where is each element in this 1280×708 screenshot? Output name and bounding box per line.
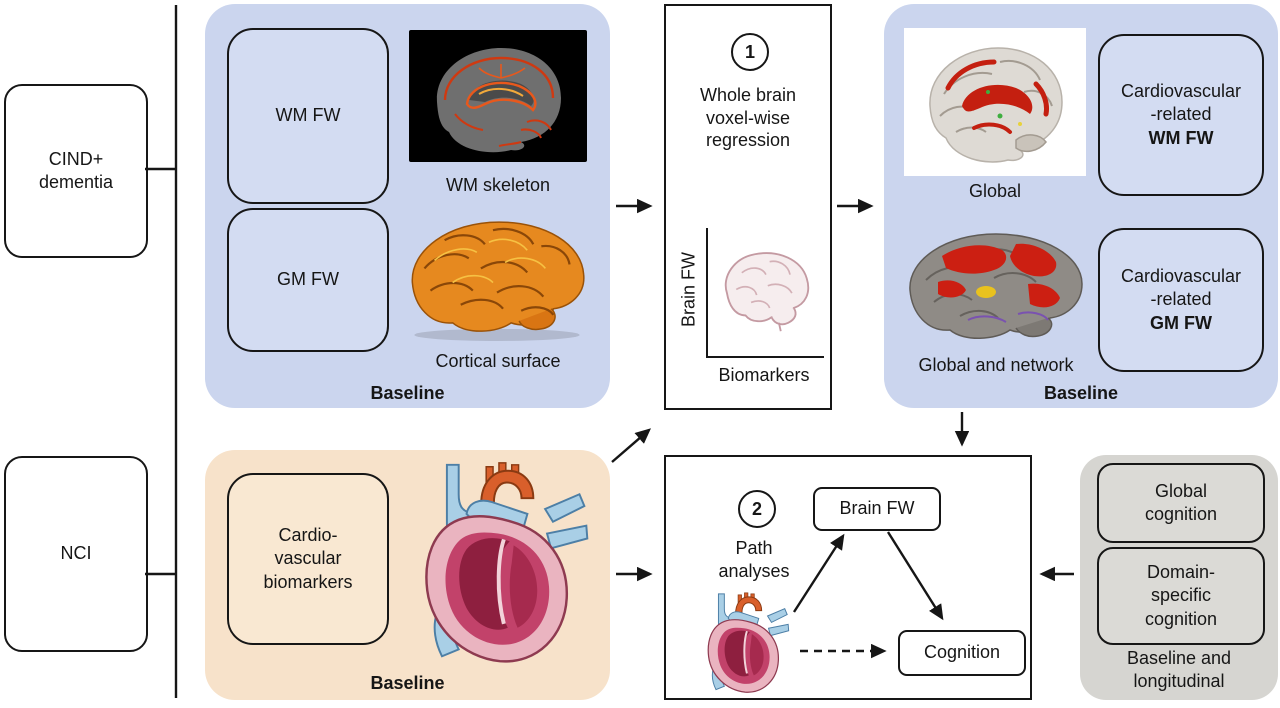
cardio-baseline-label: Baseline	[370, 673, 445, 693]
cohort-nci-label: NCI	[60, 543, 92, 564]
step2-number-badge: 2	[738, 490, 776, 528]
cortical-surface-caption: Cortical surface	[435, 351, 561, 371]
regression-plot-axes	[706, 228, 824, 358]
cortical-surface-image	[400, 212, 594, 343]
imaging-measures-panel: WM FW WM skeleton GM FW Cortical surface…	[205, 4, 610, 408]
cv-wm-bold: WM FW	[1148, 127, 1214, 148]
global-network-gm-fw-image	[898, 222, 1094, 350]
global-network-caption: Global and network	[918, 355, 1074, 375]
global-cognition-box: Global cognition	[1097, 463, 1265, 543]
wm-fw-box: WM FW	[227, 28, 389, 204]
path-cognition-box: Cognition	[898, 630, 1026, 676]
cohort-box-nci: NCI	[4, 456, 148, 652]
step2-title: Path analyses	[718, 538, 790, 581]
domain-specific-cognition-box: Domain- specific cognition	[1097, 547, 1265, 645]
cardiovascular-panel: Cardio- vascular biomarkers Baseline	[205, 450, 610, 700]
wm-skeleton-caption: WM skeleton	[445, 175, 551, 195]
heart-illustration	[396, 455, 596, 671]
cognition-panel: Global cognition Domain- specific cognit…	[1080, 455, 1278, 700]
domain-specific-cognition-label: Domain- specific cognition	[1144, 562, 1218, 629]
gm-fw-box: GM FW	[227, 208, 389, 352]
cardiovascular-wm-fw-box: Cardiovascular -related WM FW	[1098, 34, 1264, 196]
gm-fw-label: GM FW	[277, 269, 339, 290]
results-baseline-label: Baseline	[1043, 383, 1119, 403]
plot-y-axis-label: Brain FW	[678, 252, 699, 328]
cardiovascular-biomarkers-box: Cardio- vascular biomarkers	[227, 473, 389, 645]
path-brain-fw-label: Brain FW	[839, 498, 915, 519]
cardiovascular-gm-fw-box: Cardiovascular -related GM FW	[1098, 228, 1264, 372]
step1-title: Whole brain voxel-wise regression	[699, 85, 797, 150]
global-caption: Global	[968, 181, 1022, 201]
cohort-box-cind-dementia: CIND+ dementia	[4, 84, 148, 258]
global-wm-fw-image	[904, 28, 1086, 176]
cognition-timing-caption: Baseline and longitudinal	[1126, 648, 1232, 691]
step1-number-badge: 1	[731, 33, 769, 71]
step2-box: 2 Path analyses Brain FW Cognition	[664, 455, 1032, 700]
fw-results-panel: Global Cardiovascular -related WM FW Glo…	[884, 4, 1278, 408]
cv-wm-text: Cardiovascular -related	[1120, 81, 1242, 125]
imaging-baseline-label: Baseline	[370, 383, 445, 403]
cardiovascular-biomarkers-label: Cardio- vascular biomarkers	[263, 525, 353, 592]
heart-illustration-small	[692, 589, 794, 697]
cv-gm-bold: GM FW	[1150, 312, 1212, 333]
wm-skeleton-image	[408, 30, 588, 162]
path-cognition-label: Cognition	[923, 642, 1001, 663]
cv-gm-text: Cardiovascular -related	[1120, 266, 1242, 310]
cohort-cind-label: CIND+ dementia	[38, 148, 114, 192]
brain-outline-illustration	[714, 244, 816, 334]
wm-fw-label: WM FW	[275, 105, 341, 126]
step1-box: 1 Whole brain voxel-wise regression Brai…	[664, 4, 832, 410]
path-brain-fw-box: Brain FW	[813, 487, 941, 531]
arrow-cardio-to-step1	[611, 428, 651, 463]
plot-x-axis-label: Biomarkers	[718, 365, 810, 385]
global-cognition-label: Global cognition	[1144, 480, 1218, 524]
